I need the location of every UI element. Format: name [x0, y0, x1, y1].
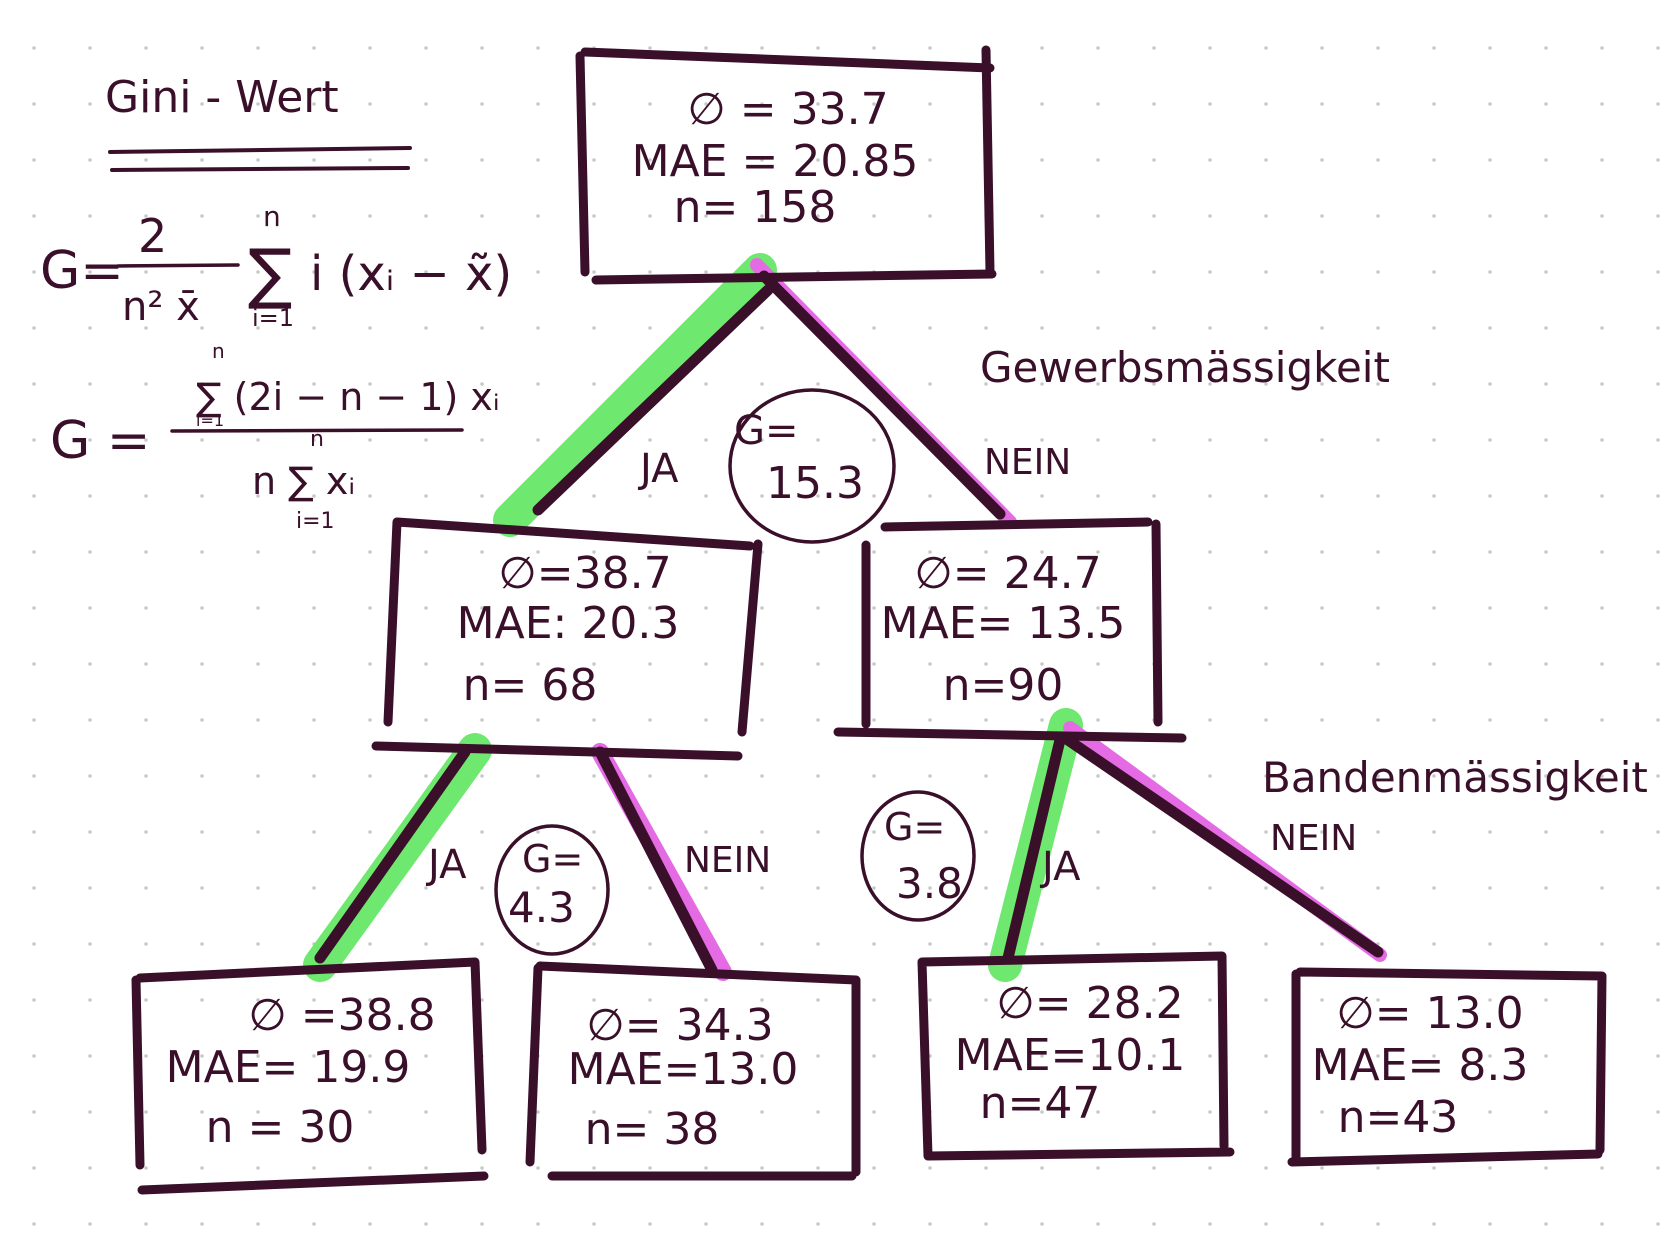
root-no-edge [758, 270, 1006, 520]
formula1-term: i (xᵢ − x̃) [310, 246, 512, 302]
right-yes-label: JA [1039, 844, 1081, 890]
edges [314, 270, 1384, 976]
node-ll-mean: ∅ =38.8 [248, 990, 435, 1041]
node-rr-n: n=43 [1338, 1092, 1459, 1143]
node-root-mae: MAE = 20.85 [632, 136, 919, 187]
node-left-mean: ∅=38.7 [498, 548, 671, 599]
left-yes-label: JA [425, 842, 467, 888]
node-root: ∅ = 33.7 MAE = 20.85 n= 158 [575, 45, 997, 285]
node-right: ∅= 24.7 MAE= 13.5 n=90 [833, 517, 1187, 743]
node-rr-mae: MAE= 8.3 [1312, 1040, 1529, 1091]
node-rl-mae: MAE=10.1 [955, 1030, 1186, 1081]
gini-left-label: G= [522, 837, 583, 881]
root-yes-edge [532, 284, 774, 516]
root-yes-label: JA [637, 446, 679, 492]
node-lr-mean: ∅= 34.3 [586, 1000, 773, 1051]
right-yes-edge [1002, 734, 1066, 964]
root-split-feature: Gewerbsmässigkeit [980, 343, 1390, 392]
node-rl-n: n=47 [980, 1078, 1101, 1129]
left-no-edge [594, 746, 718, 976]
formula1-sum-bottom: i=1 [252, 304, 294, 332]
formula2-den-sum-bottom: i=1 [296, 509, 335, 534]
node-rr: ∅= 13.0 MAE= 8.3 n=43 [1287, 967, 1607, 1167]
node-root-n: n= 158 [674, 182, 837, 233]
formula2-numerator: ∑ (2i − n − 1) xᵢ [196, 375, 500, 419]
heading-underline-1 [108, 146, 412, 154]
heading-underline-2 [110, 166, 410, 172]
gini-left-circle [494, 824, 610, 956]
formula1-numerator: 2 [138, 209, 167, 263]
node-right-mae: MAE= 13.5 [881, 598, 1126, 649]
gini-right-label: G= [884, 805, 945, 849]
gini-root-circle [728, 388, 896, 544]
gini-root-label: G= [734, 408, 799, 454]
gini-root: G= 15.3 [728, 388, 896, 544]
node-ll-mae: MAE= 19.9 [166, 1042, 411, 1093]
gini-root-value: 15.3 [766, 458, 864, 509]
edge-labels: JA NEIN JA NEIN JA NEIN [425, 442, 1357, 890]
formula1-denominator: n² x̄ [122, 284, 200, 330]
root-yes-highlight [493, 253, 777, 537]
node-ll: ∅ =38.8 MAE= 19.9 n = 30 [131, 957, 489, 1195]
node-lr-frame [525, 961, 861, 1181]
formula1-sum-sign: ∑ [248, 235, 292, 312]
gini-right-circle [860, 790, 976, 922]
right-split-feature: Bandenmässigkeit [1262, 753, 1648, 802]
formula2-lhs: G = [50, 411, 150, 471]
node-rr-frame [1287, 967, 1607, 1167]
node-rl-mean: ∅= 28.2 [996, 978, 1183, 1029]
root-no-label: NEIN [984, 442, 1071, 483]
node-left: ∅=38.7 MAE: 20.3 n= 68 [371, 517, 763, 761]
node-ll-frame [131, 957, 489, 1195]
gini-heading: Gini - Wert [105, 72, 339, 123]
right-no-label: NEIN [1270, 818, 1357, 859]
node-right-mean: ∅= 24.7 [914, 548, 1101, 599]
formula2-num-sum-bottom: i=1 [196, 411, 224, 430]
node-lr: ∅= 34.3 MAE=13.0 n= 38 [525, 961, 861, 1181]
formula1-lhs: G= [40, 241, 124, 301]
node-lr-n: n= 38 [585, 1104, 720, 1155]
formula2-den-sum-top: n [310, 427, 324, 452]
node-left-mae: MAE: 20.3 [457, 598, 680, 649]
node-rl: ∅= 28.2 MAE=10.1 n=47 [917, 951, 1235, 1161]
node-left-n: n= 68 [463, 660, 598, 711]
right-no-edge [1062, 734, 1384, 958]
node-ll-n: n = 30 [206, 1102, 355, 1153]
gini-left: G= 4.3 [494, 824, 610, 956]
gini-right: G= 3.8 [860, 790, 976, 922]
node-left-frame [371, 517, 763, 761]
formula1-fraction-bar [116, 263, 240, 268]
formula2-fraction-bar [170, 428, 464, 433]
node-lr-mae: MAE=13.0 [568, 1044, 799, 1095]
left-yes-edge [314, 746, 471, 964]
node-rl-frame [917, 951, 1235, 1161]
node-right-frame [833, 517, 1187, 743]
left-no-label: NEIN [684, 840, 771, 881]
node-right-n: n=90 [943, 660, 1064, 711]
gini-right-value: 3.8 [896, 859, 963, 908]
node-rr-mean: ∅= 13.0 [1336, 988, 1523, 1039]
node-root-frame [575, 45, 997, 285]
formula1-sum-top: n [263, 200, 281, 233]
gini-left-value: 4.3 [508, 883, 575, 932]
node-root-mean: ∅ = 33.7 [687, 84, 888, 135]
gini-formulas: Gini - Wert G= 2 n² x̄ n ∑ i=1 i (xᵢ − x… [40, 72, 512, 534]
formula2-num-sum-top: n [212, 339, 225, 363]
formula2-denominator: n ∑ xᵢ [252, 459, 355, 503]
